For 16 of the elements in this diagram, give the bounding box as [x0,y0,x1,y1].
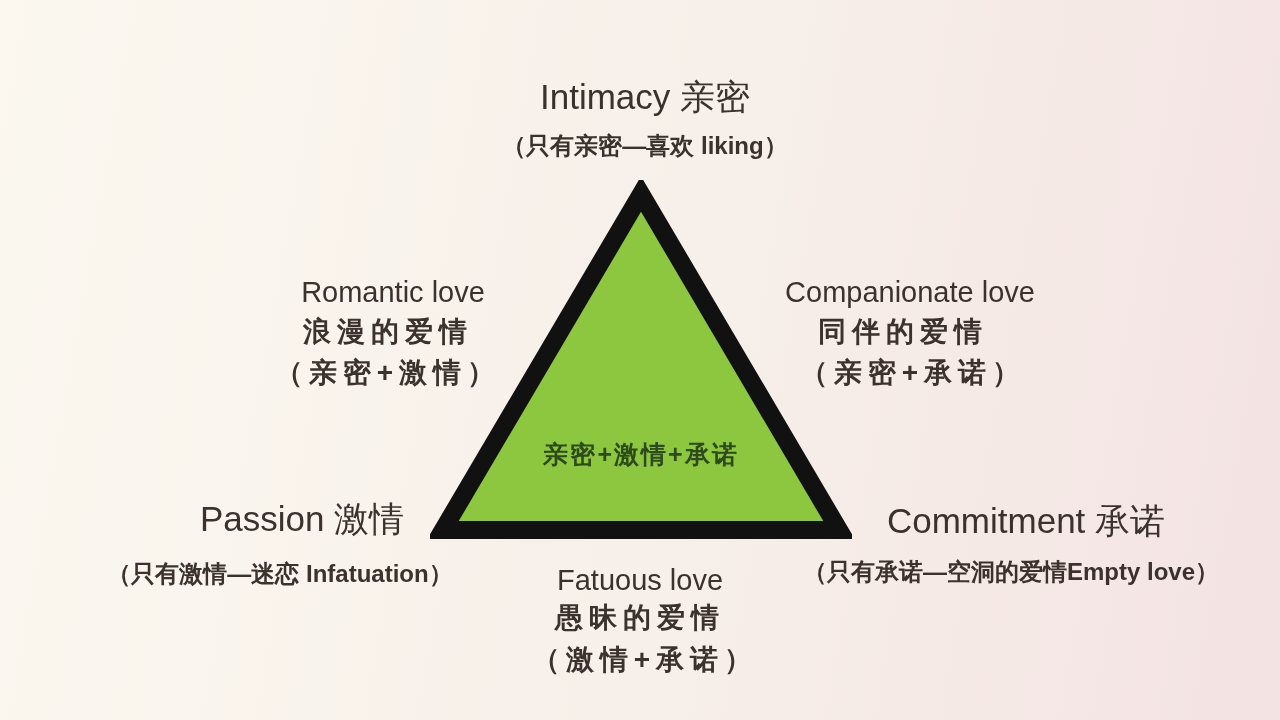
vertex-title: Intimacy 亲密 [540,78,750,117]
love-type-title: Romantic love [301,277,485,309]
vertex-note: （只有承诺—空洞的爱情Empty love） [803,559,1219,586]
vertex-title: Passion 激情 [199,500,405,539]
component-note: （激情+承诺） [531,645,759,676]
love-type-chinese: 愚昧的爱情 [555,603,725,634]
love-type-chinese: 同伴的爱情 [818,317,988,348]
vertex-title: Commitment 承诺 [886,502,1166,541]
component-note: （亲密+承诺） [799,358,1027,389]
triangle-label: 亲密+激情+承诺 [543,439,739,470]
component-note: （亲密+激情） [274,358,502,389]
vertex-note: （只有亲密—喜欢 liking） [502,133,788,160]
love-type-chinese: 浪漫的爱情 [303,317,473,348]
love-type-title: Fatuous love [557,565,723,597]
love-type-title: Companionate love [785,277,1035,309]
vertex-note: （只有激情—迷恋 Infatuation） [107,561,453,588]
